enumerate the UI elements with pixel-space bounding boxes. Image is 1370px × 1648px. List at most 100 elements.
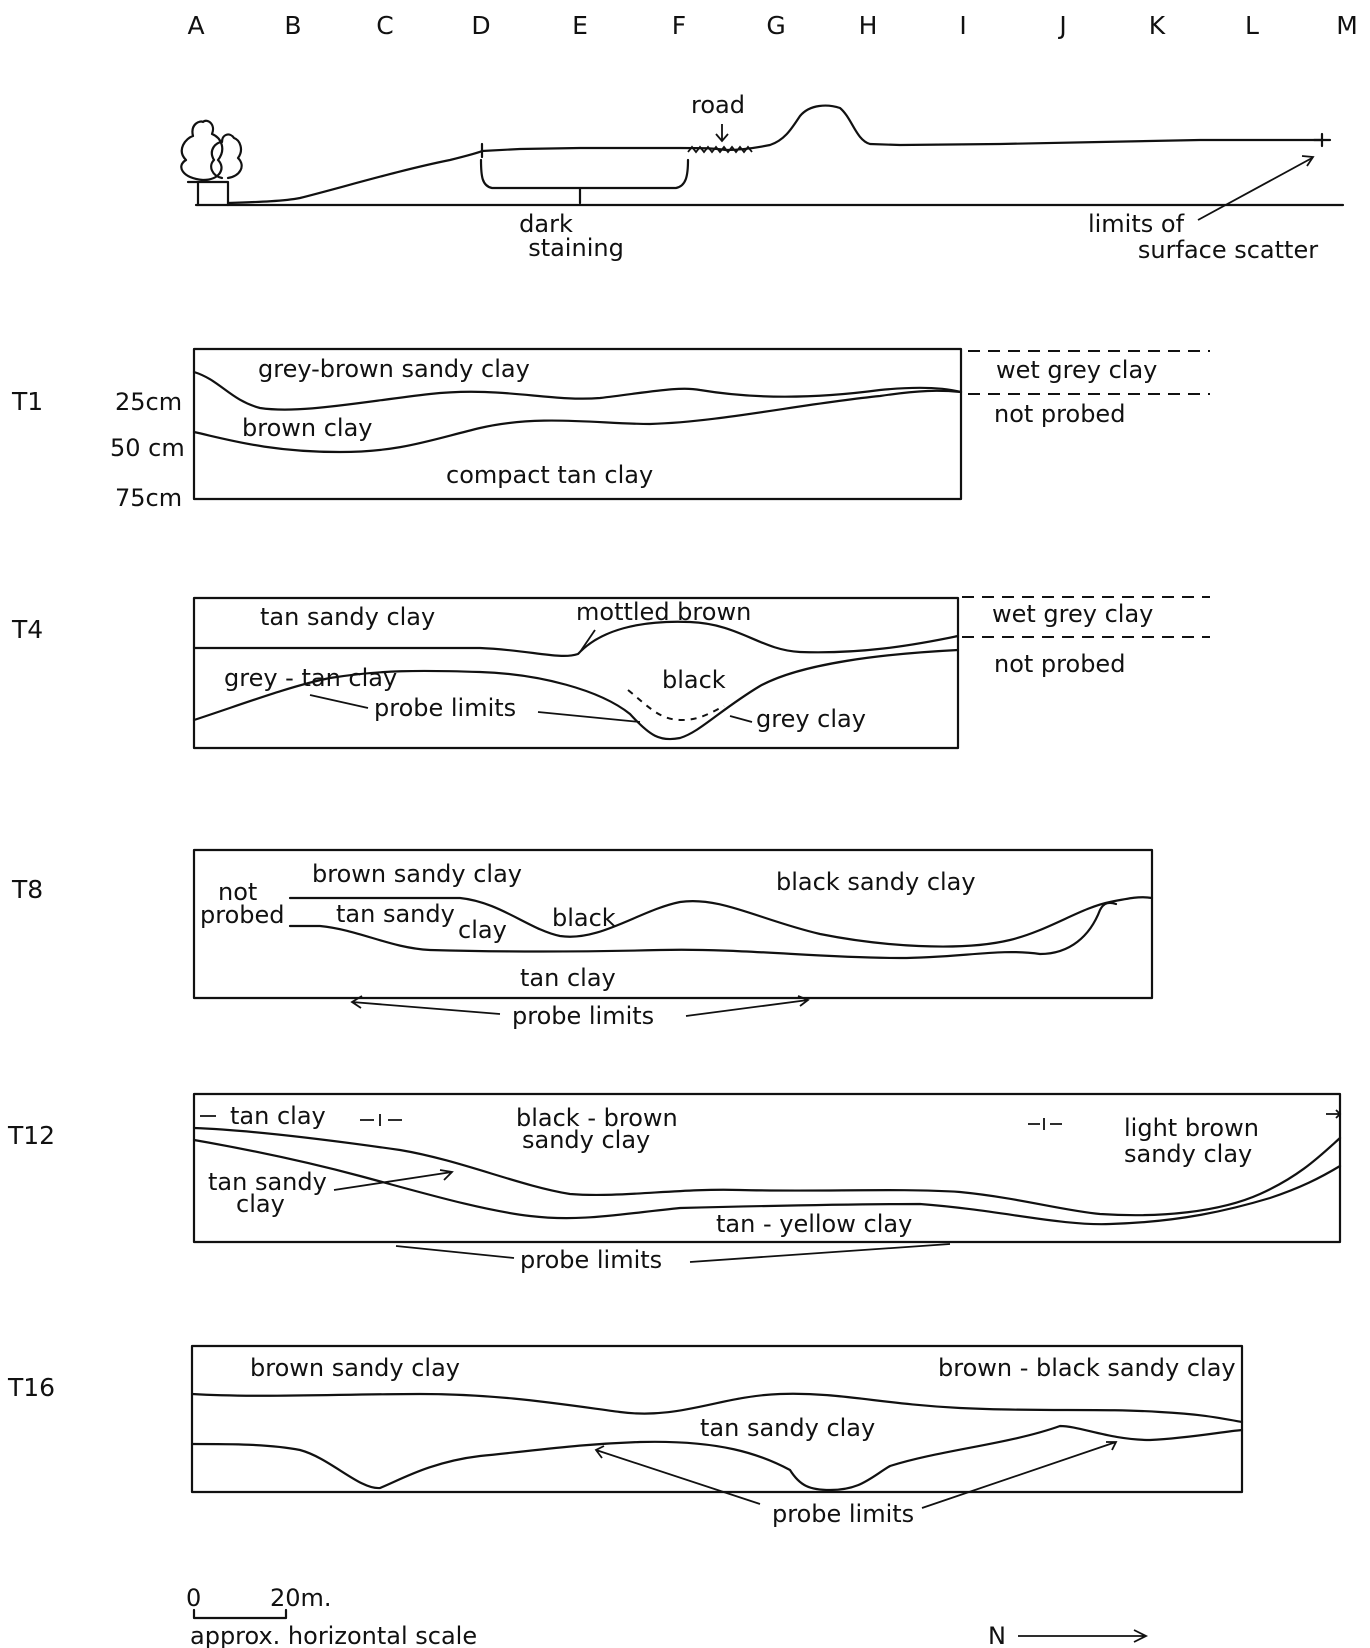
section-t16: T16 brown sandy clay brown - black sandy… — [7, 1344, 1244, 1528]
t4-label-grey-tan: grey - tan clay — [224, 664, 397, 692]
t12-tan-clay-dash — [200, 1114, 402, 1126]
section-t1: T1 25cm 50 cm 75cm grey-brown sandy clay… — [11, 347, 1210, 512]
t1-depth-75: 75cm — [115, 484, 182, 512]
scatter-pointer — [1197, 157, 1313, 221]
t8-layer-boundary-2 — [288, 901, 1118, 960]
north-label: N — [988, 1622, 1006, 1648]
t4-probe-pointer-right — [537, 711, 641, 723]
t12-label-probe: probe limits — [520, 1246, 662, 1274]
t8-label-tan-clay: tan clay — [520, 964, 616, 992]
t1-label-compact-tan: compact tan clay — [446, 461, 653, 489]
t12-probe-pointer-left — [395, 1245, 515, 1259]
t16-frame — [190, 1344, 1244, 1494]
t12-layer-boundary-2 — [192, 1138, 1342, 1226]
t4-grey-clay-pointer — [729, 715, 753, 723]
scatter-pointer-head — [1301, 155, 1315, 167]
section-name-t12: T12 — [7, 1121, 55, 1150]
t8-probe-pointer-right — [685, 995, 810, 1017]
t1-side-not-probed: not probed — [994, 400, 1125, 428]
section-t8: T8 not probed brown sandy clay tan sandy… — [11, 848, 1154, 1030]
t12-label-clay: clay — [236, 1190, 285, 1218]
north-arrow: N — [988, 1622, 1149, 1648]
dark-staining-label-1: dark — [519, 210, 573, 238]
t16-layer-boundary-2 — [190, 1424, 1244, 1492]
t1-depth-50: 50 cm — [110, 434, 185, 462]
road-marking — [687, 145, 753, 154]
section-t4: T4 tan sandy clay mottled brown grey - t… — [11, 596, 1210, 750]
t8-label-probed: probed — [200, 901, 285, 929]
t12-label-black-brown: black - brown — [516, 1104, 678, 1132]
t12-label-tan-sandy: tan sandy — [208, 1168, 327, 1196]
limits-label-2: surface scatter — [1138, 236, 1318, 264]
t8-label-not: not — [218, 878, 257, 906]
section-t12: T12 tan clay black - brown sandy clay li… — [7, 1092, 1342, 1274]
t1-layer-boundary-2 — [192, 389, 963, 454]
t8-label-black-sandy: black sandy clay — [776, 868, 976, 896]
t16-probe-pointer-right — [921, 1441, 1118, 1509]
t4-probe-pointer-left — [309, 694, 369, 709]
t12-probe-pointer-right — [689, 1243, 951, 1263]
road-pointer-head — [715, 133, 729, 143]
t4-probe-limit-dashed — [627, 689, 725, 722]
scale-zero: 0 — [186, 1584, 201, 1612]
t12-frame — [192, 1092, 1342, 1244]
letter-m: M — [1336, 11, 1358, 40]
t1-depth-25: 25cm — [115, 388, 182, 416]
t12-label-sandy-clay: sandy clay — [522, 1126, 650, 1154]
section-name-t1: T1 — [11, 387, 43, 416]
letter-k: K — [1149, 11, 1166, 40]
t12-layer-boundary-1 — [192, 1126, 1342, 1217]
letter-b: B — [284, 11, 301, 40]
t1-label-grey-brown: grey-brown sandy clay — [258, 355, 530, 383]
ground-surface-line — [226, 104, 1324, 205]
t8-label-clay: clay — [458, 916, 507, 944]
t1-side-wet-grey: wet grey clay — [996, 356, 1157, 384]
t1-frame — [192, 347, 963, 501]
t4-layer-boundary-2 — [192, 648, 960, 741]
t8-label-brown-sandy: brown sandy clay — [312, 860, 522, 888]
t12-label-tan-clay: tan clay — [230, 1102, 326, 1130]
t12-marker-right — [1028, 1118, 1062, 1130]
section-name-t4: T4 — [11, 615, 43, 644]
t1-layer-boundary-1 — [192, 370, 963, 411]
letter-c: C — [376, 11, 393, 40]
letter-f: F — [672, 11, 686, 40]
t4-label-mottled: mottled brown — [576, 598, 751, 626]
surface-profile: road dark staining limits of surface sca… — [180, 91, 1345, 264]
letter-a: A — [187, 11, 204, 40]
letter-h: H — [859, 11, 878, 40]
t12-label-sandy-clay-right: sandy clay — [1124, 1140, 1252, 1168]
limits-label-1: limits of — [1088, 210, 1185, 238]
t16-probe-pointer-left — [594, 1445, 761, 1505]
t12-tan-sandy-pointer — [333, 1169, 454, 1191]
letter-g: G — [766, 11, 785, 40]
t4-side-wet-grey: wet grey clay — [992, 600, 1153, 628]
t8-frame — [192, 848, 1154, 1000]
t8-probe-pointer-left — [350, 995, 501, 1015]
tree-icon — [180, 119, 243, 207]
t16-label-brown-black: brown - black sandy clay — [938, 1354, 1236, 1382]
t4-label-black: black — [662, 666, 726, 694]
t4-label-probe: probe limits — [374, 694, 516, 722]
letter-e: E — [572, 11, 588, 40]
t8-label-tan-sandy: tan sandy — [336, 900, 455, 928]
t8-label-black: black — [552, 904, 616, 932]
section-name-t8: T8 — [11, 875, 43, 904]
t16-label-brown-sandy: brown sandy clay — [250, 1354, 460, 1382]
t16-layer-boundary-1 — [190, 1392, 1244, 1424]
road-label: road — [691, 91, 745, 119]
t4-layer-boundary-1 — [192, 620, 960, 657]
t16-label-probe: probe limits — [772, 1500, 914, 1528]
t4-label-tan-sandy: tan sandy clay — [260, 603, 435, 631]
t4-frame — [192, 596, 960, 750]
t12-label-tan-yellow: tan - yellow clay — [716, 1210, 912, 1238]
dark-staining-bracket — [479, 158, 690, 205]
t1-label-brown-clay: brown clay — [242, 414, 373, 442]
scale-bar: 0 20m. approx. horizontal scale — [186, 1584, 477, 1648]
t16-label-tan-sandy: tan sandy clay — [700, 1414, 875, 1442]
scale-bar-line — [192, 1608, 288, 1620]
column-letters: A B C D E F G H I J K L M — [187, 11, 1357, 40]
t12-right-marker — [1326, 1109, 1342, 1119]
t4-side-not-probed: not probed — [994, 650, 1125, 678]
